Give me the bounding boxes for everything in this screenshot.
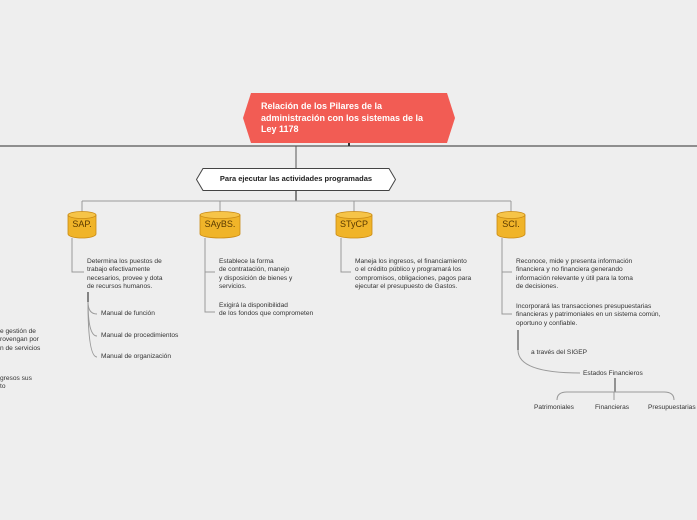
node-sap[interactable]: SAP. [67, 211, 97, 239]
saybs-description-2[interactable]: Exigirá la disponibilidad de los fondos … [219, 302, 314, 318]
sci-via-sigep[interactable]: a través del SIGEP [531, 349, 588, 356]
estados-child-financieras[interactable]: Financieras [595, 404, 630, 411]
estados-child-presupuestarias[interactable]: Presupuestarias [648, 404, 696, 411]
root-title: Relación de los Pilares de la administra… [261, 101, 424, 134]
node-stycp-label: STyCP [339, 219, 368, 229]
node-sci-label: SCI. [502, 219, 520, 229]
subtopic-label: Para ejecutar las actividades programada… [219, 174, 373, 183]
estados-child-patrimoniales[interactable]: Patrimoniales [534, 404, 574, 411]
left-fragment-a[interactable]: e gestión de rovengan por n de servicios [0, 328, 41, 352]
left-fragment-b[interactable]: gresos sus to [0, 375, 32, 391]
stycp-description[interactable]: Maneja los ingresos, el financiamiento o… [355, 258, 472, 291]
sap-child-funcion[interactable]: Manual de función [101, 310, 155, 317]
root-topic[interactable]: Relación de los Pilares de la administra… [243, 93, 455, 143]
subtopic-shape [196, 168, 396, 191]
node-stycp[interactable]: STyCP [335, 211, 373, 239]
node-sci[interactable]: SCI. [496, 211, 526, 239]
sap-child-procedimientos[interactable]: Manual de procedimientos [101, 332, 179, 339]
saybs-description-1[interactable]: Establece la forma de contratación, mane… [219, 258, 293, 291]
cylinder-icon [335, 211, 373, 239]
sci-description-1[interactable]: Reconoce, mide y presenta información fi… [516, 258, 633, 291]
cylinder-icon [199, 211, 241, 239]
node-sap-label: SAP. [72, 219, 92, 229]
node-saybs-label: SAyBS. [204, 219, 236, 229]
sap-child-organizacion[interactable]: Manual de organización [101, 353, 172, 360]
subtopic-node[interactable]: Para ejecutar las actividades programada… [196, 168, 396, 191]
cylinder-icon [496, 211, 526, 239]
sap-description[interactable]: Determina los puestos de trabajo efectiv… [87, 258, 163, 291]
sci-estados-financieros[interactable]: Estados Financieros [583, 370, 643, 377]
sci-description-2[interactable]: Incorporará las transacciones presupuest… [516, 303, 661, 327]
node-saybs[interactable]: SAyBS. [199, 211, 241, 239]
cylinder-icon [67, 211, 97, 239]
root-shape [243, 93, 455, 143]
